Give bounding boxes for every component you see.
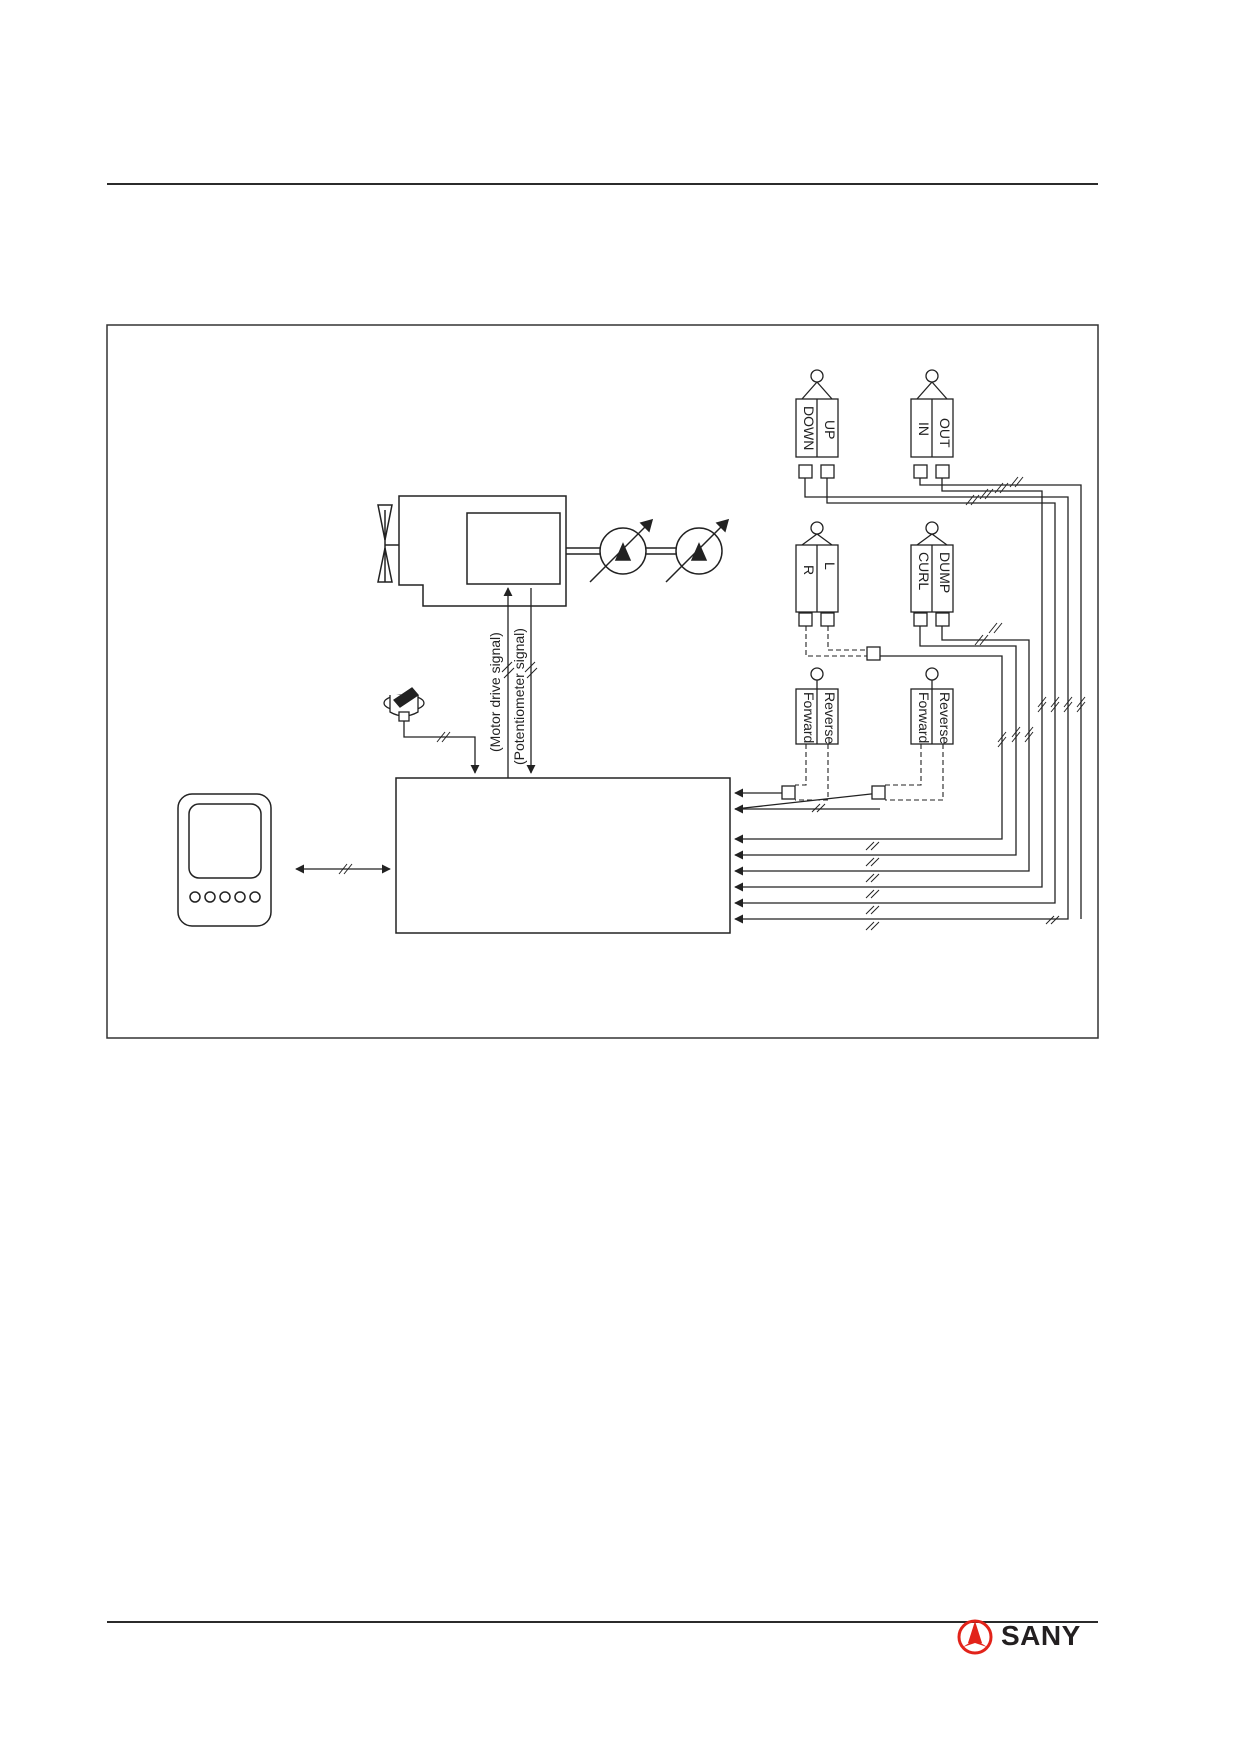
steering-lever (795, 521, 839, 627)
throttle-dial-icon (383, 687, 425, 722)
fan-icon (377, 504, 399, 583)
travel2-forward-label: Forward (916, 692, 932, 743)
travel1-reverse-label: Reverse (822, 692, 838, 744)
wire-break-marks (338, 476, 1086, 931)
header-rule (107, 183, 1098, 185)
motor-drive-label: (Motor drive signal) (487, 632, 503, 752)
travel-switch-2 (910, 667, 954, 745)
steer-l-label: L (822, 562, 838, 570)
break-marks (501, 661, 538, 679)
footer-rule (107, 1621, 1098, 1623)
engine-unit (398, 495, 600, 607)
travel-switch-1 (795, 667, 839, 745)
steer-r-label: R (801, 565, 817, 575)
boom-down-label: DOWN (801, 406, 817, 450)
diagram-frame (106, 324, 1099, 1039)
travel2-reverse-label: Reverse (937, 692, 953, 744)
junction-nodes (781, 646, 886, 800)
dial-line (403, 721, 480, 774)
monitor-display-icon (177, 793, 272, 927)
aux-lever (910, 369, 954, 479)
variable-pump-icon (646, 518, 730, 583)
travel1-forward-label: Forward (801, 692, 817, 743)
aux-out-label: OUT (937, 418, 953, 448)
controller-unit (395, 777, 731, 934)
sany-logo-icon: SANY (955, 1617, 1095, 1657)
variable-pump-icon (589, 518, 654, 583)
potentiometer-label: (Potentiometer signal) (511, 628, 527, 765)
boom-up-label: UP (822, 420, 838, 439)
brand-name: SANY (1001, 1620, 1081, 1651)
bucket-lever (910, 521, 954, 627)
aux-in-label: IN (916, 422, 932, 436)
bucket-dump-label: DUMP (937, 552, 953, 593)
bucket-curl-label: CURL (916, 552, 932, 590)
dashed-links (795, 626, 944, 801)
signal-wiring (734, 478, 1082, 924)
